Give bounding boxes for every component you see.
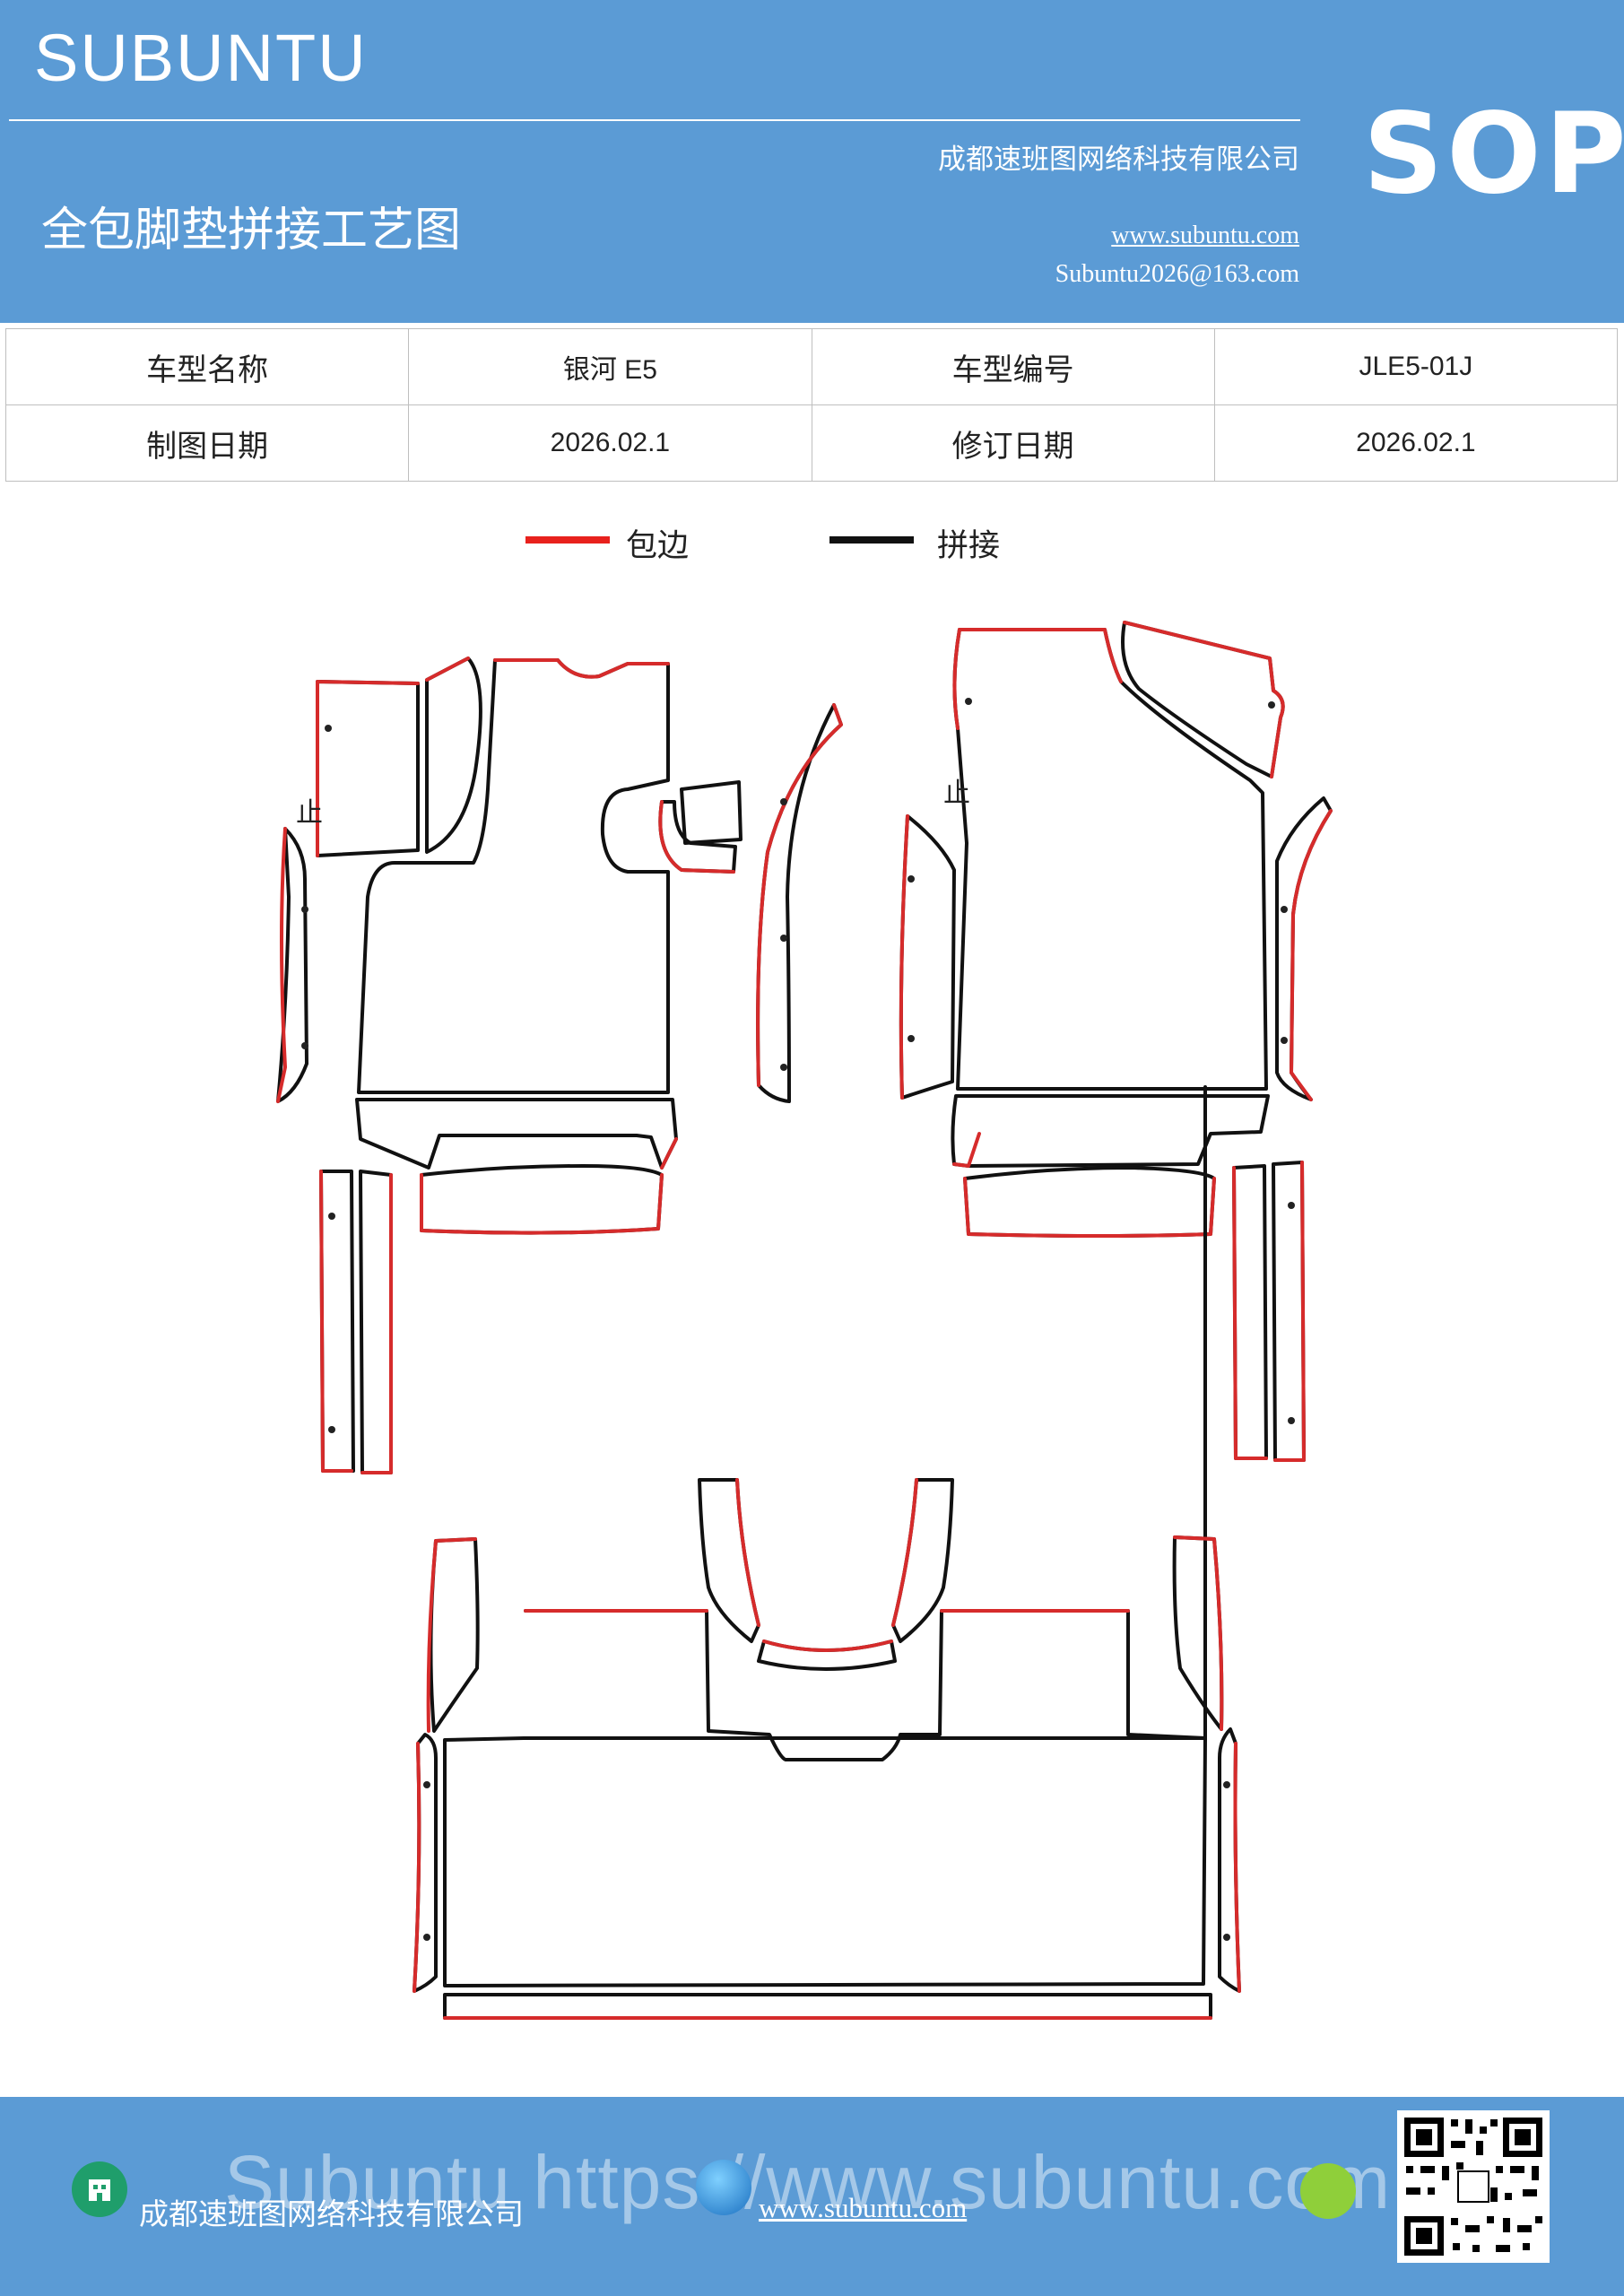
footer-company-name: 成都速班图网络科技有限公司 [139, 2196, 524, 2231]
vehicle-info-table: 车型名称 银河 E5 车型编号 JLE5-01J 制图日期 2026.02.1 … [4, 328, 1619, 482]
legend-seam-label: 拼接 [937, 528, 1001, 564]
table-cell-value: 2026.02.1 [408, 404, 812, 482]
rear-mat-group [413, 1085, 1241, 2020]
right-front-mat-group: 止 [899, 621, 1333, 1462]
building-icon [72, 2161, 127, 2217]
wechat-icon [1300, 2163, 1356, 2219]
globe-icon [696, 2160, 751, 2215]
header-banner: SUBUNTU SOP 全包脚垫拼接工艺图 成都速班图网络科技有限公司 www.… [0, 0, 1624, 323]
qr-code [1397, 2110, 1550, 2263]
table-cell-label: 车型名称 [4, 328, 410, 405]
table-cell-value: 银河 E5 [408, 328, 812, 405]
table-row: 车型名称 银河 E5 车型编号 JLE5-01J [4, 328, 1619, 405]
table-cell-value: JLE5-01J [1213, 328, 1619, 405]
legend-seam-swatch [829, 536, 914, 544]
website-link[interactable]: www.subuntu.com [1111, 222, 1299, 249]
watermark-text: Subuntu https://www.subuntu.com [224, 2140, 1392, 2224]
table-cell-label: 车型编号 [811, 328, 1215, 405]
legend-edge-swatch [525, 536, 610, 544]
footer-website-link[interactable]: www.subuntu.com [759, 2192, 968, 2223]
brand-logo-text: SUBUNTU [34, 21, 368, 95]
sop-badge: SOP [1363, 90, 1624, 219]
header-divider [9, 119, 1300, 121]
legend-edge-label: 包边 [626, 528, 690, 564]
left-front-mat-group: 止 [276, 657, 843, 1474]
table-row: 制图日期 2026.02.1 修订日期 2026.02.1 [4, 404, 1619, 482]
stop-mark: 止 [296, 797, 323, 829]
table-cell-label: 修订日期 [811, 404, 1215, 482]
email-address: Subuntu2026@163.com [1055, 260, 1299, 288]
page-title: 全包脚垫拼接工艺图 [41, 204, 462, 257]
company-name: 成都速班图网络科技有限公司 [938, 144, 1299, 176]
table-cell-label: 制图日期 [4, 404, 410, 482]
table-cell-value: 2026.02.1 [1213, 404, 1619, 482]
stop-mark: 止 [943, 778, 970, 809]
